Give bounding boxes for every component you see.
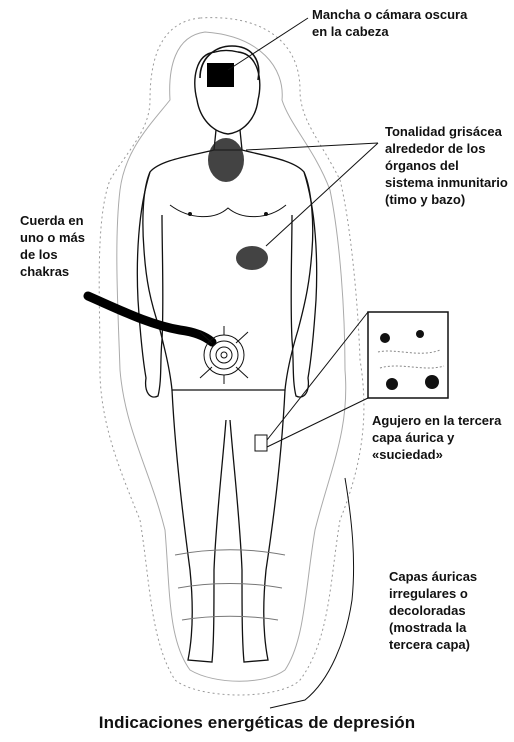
thymus-grey-area [208,138,244,182]
label-grey-tone: Tonalidad grisácea alrededor de los órga… [385,123,508,208]
pointer-layers [270,478,354,708]
label-irregular-layers: Capas áuricas irregulares o decoloradas … [389,568,477,653]
spleen-grey-area [236,246,268,270]
left-nipple [188,212,192,216]
label-head-dark-spot: Mancha o cámara oscura en la cabeza [312,6,467,40]
head-dark-spot [207,63,234,87]
pointer-head [228,18,308,70]
torso [143,150,313,390]
pointer-inset-bottom [267,398,368,447]
pointer-thymus [246,143,378,150]
right-nipple [264,212,268,216]
aura-hole-marker [255,435,267,451]
label-aura-hole: Agujero en la tercera capa áurica y «suc… [372,412,501,463]
right-leg [230,390,285,662]
aura-band [178,584,282,589]
left-leg [172,390,226,662]
figure-caption: Indicaciones energéticas de depresión [0,713,514,733]
label-chakra-cord: Cuerda en uno o más de los chakras [20,212,85,280]
